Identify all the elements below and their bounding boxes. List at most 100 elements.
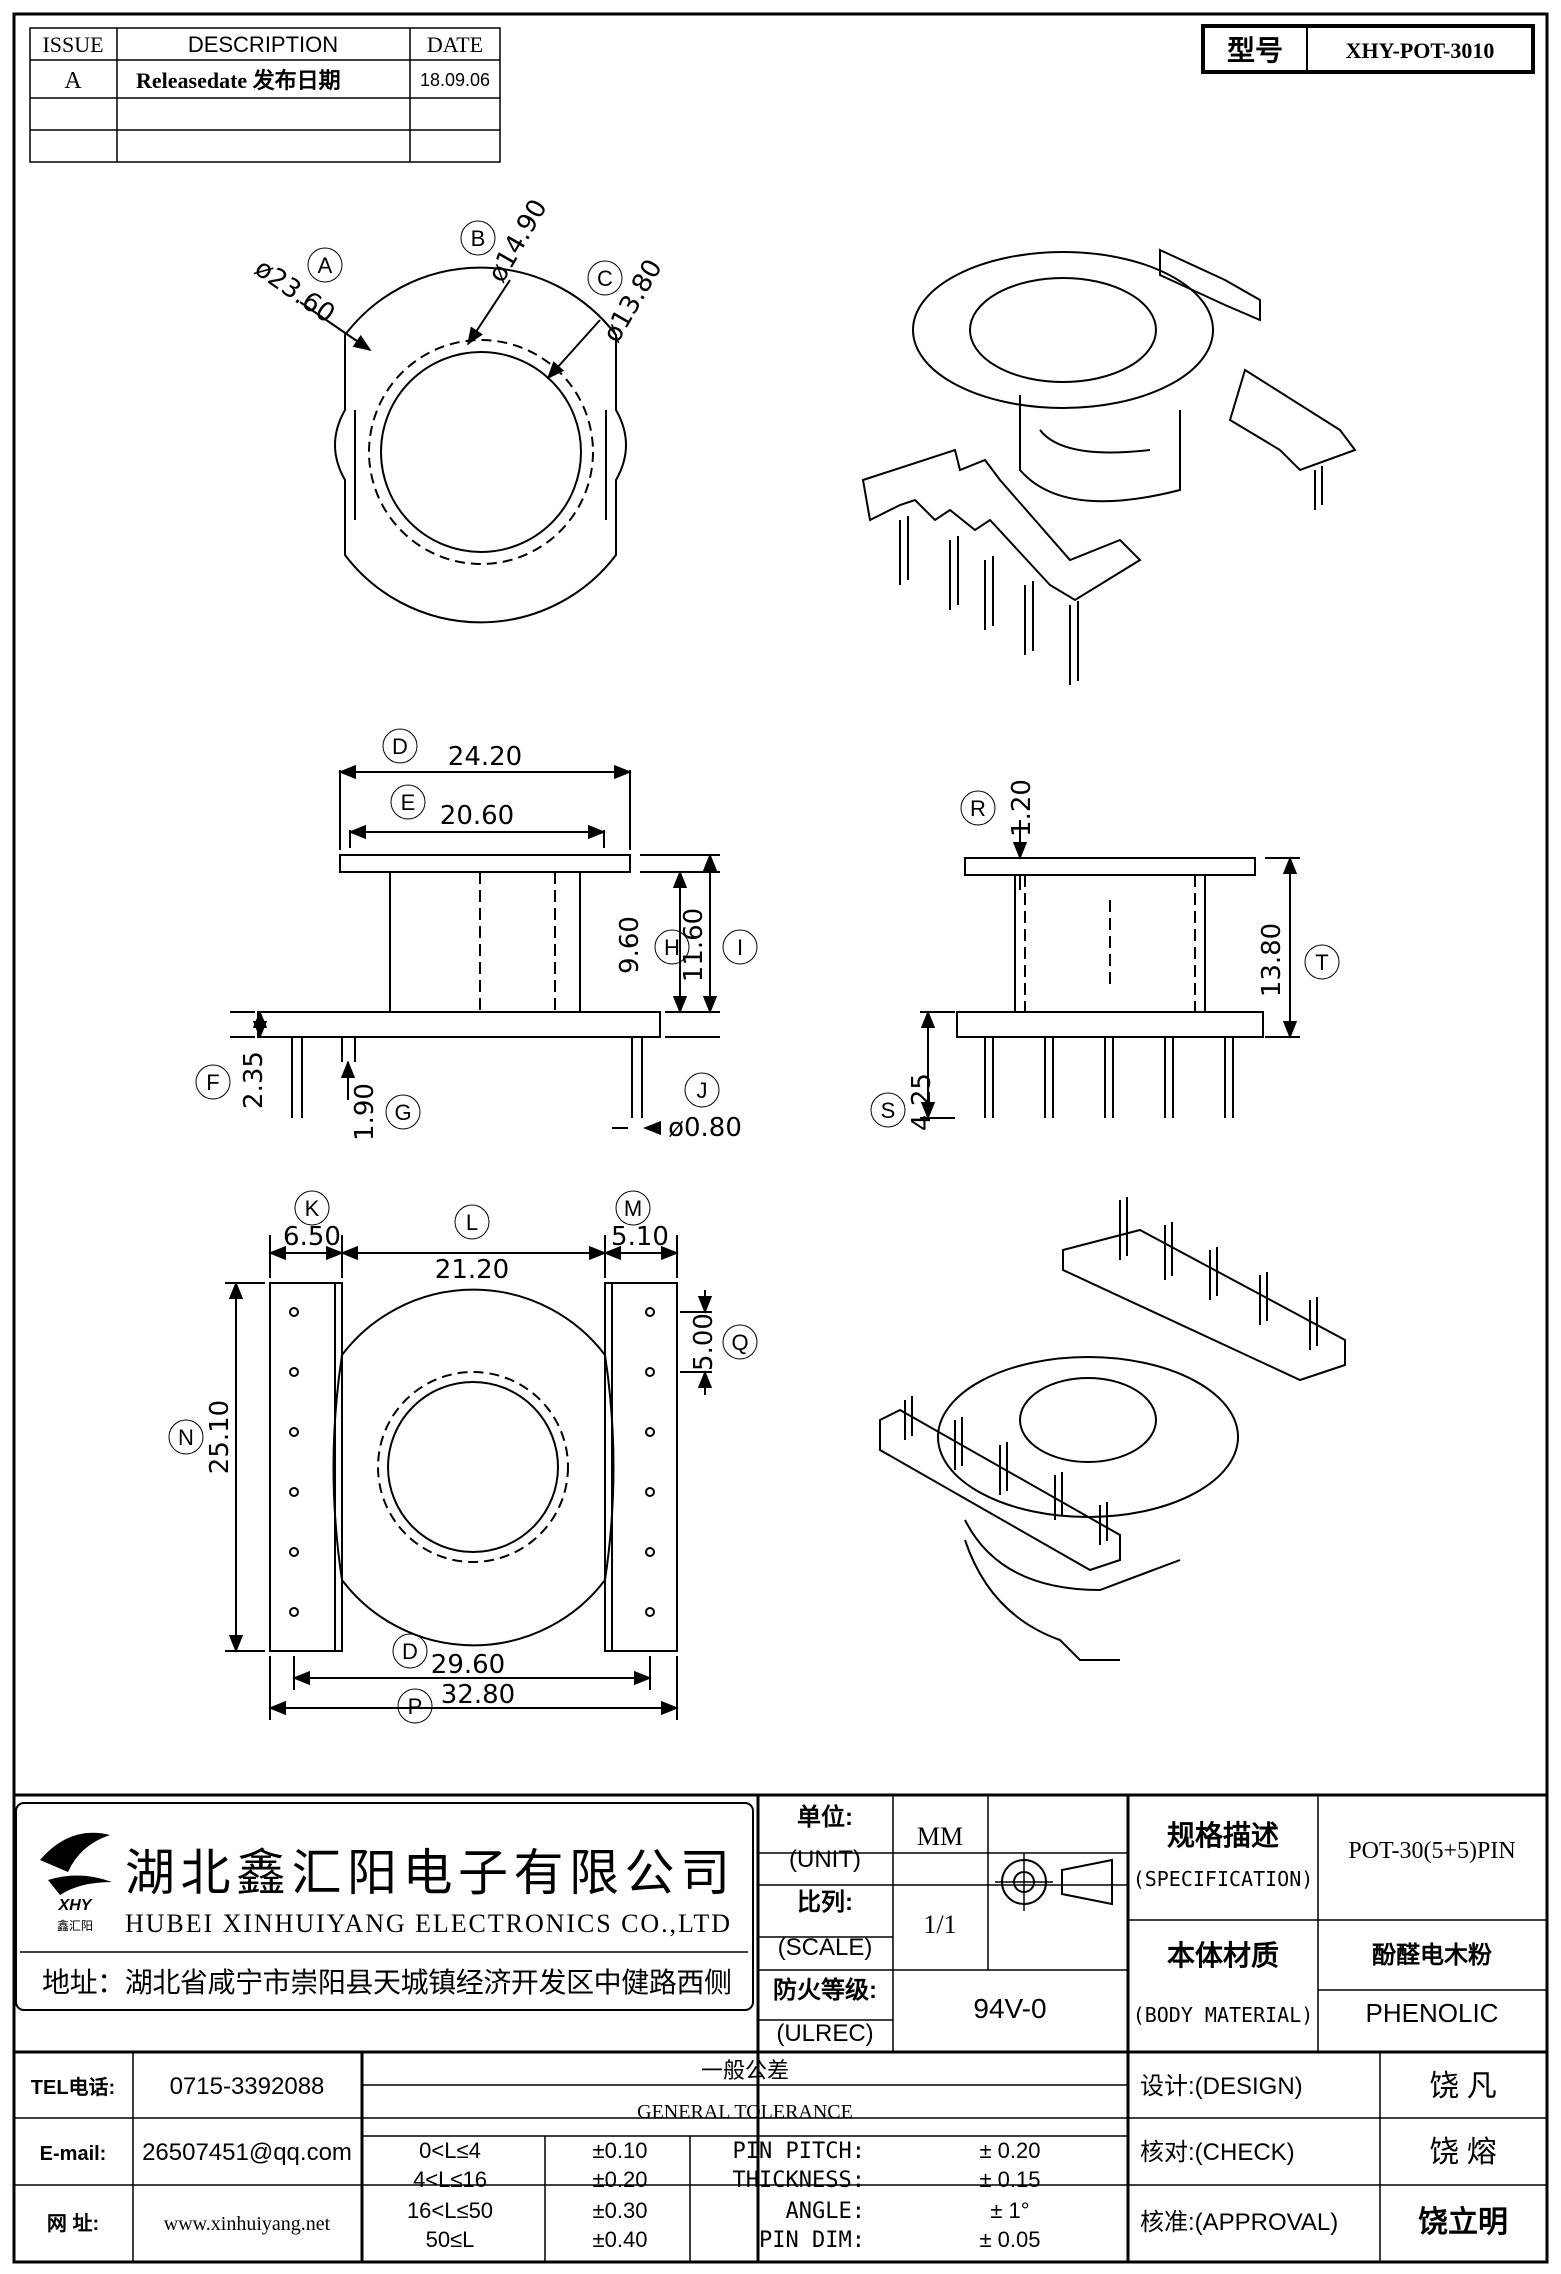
dim-k-value: 6.50 [283, 1222, 341, 1252]
dim-a-letter: A [318, 253, 333, 278]
tol-item-3: PIN DIM: [759, 2228, 865, 2253]
tolerance-title-en: GENERAL TOLERANCE [637, 2101, 853, 2123]
company-name-cn: 湖北鑫汇阳电子有限公司 [125, 1845, 730, 1901]
approval-name: 饶立明 [1418, 2205, 1508, 2239]
dim-h-value: 9.60 [615, 916, 645, 974]
company-name-en: HUBEI XINHUIYANG ELECTRONICS CO.,LTD [125, 1909, 730, 1938]
logo-text: XHY [58, 1897, 93, 1914]
dim-t-letter: T [1315, 950, 1328, 975]
dim-d: D 24.20 [382, 728, 522, 772]
scale-label-en: (SCALE) [778, 1934, 873, 1961]
sheet-border [12, 12, 1549, 2264]
ul-label-cn: 防火等级: [773, 1976, 877, 2004]
title-block [14, 1793, 1547, 2262]
email-label: E-mail: [40, 2143, 107, 2165]
isometric-view-top [861, 248, 1357, 685]
unit-label-en: (UNIT) [789, 1846, 861, 1873]
dim-n: N 25.10 [168, 1400, 235, 1474]
logo-sub: 鑫汇阳 [57, 1918, 93, 1933]
design-label: 设计:(DESIGN) [1140, 2073, 1303, 2100]
side-view [920, 820, 1300, 1120]
dim-s-letter: S [881, 1098, 896, 1123]
tol-range-3: 50≤L [426, 2227, 475, 2252]
spec-label-cn: 规格描述 [1167, 1820, 1279, 1851]
check-label: 核对:(CHECK) [1140, 2139, 1295, 2166]
company-logo: XHY 鑫汇阳 [40, 1832, 112, 1933]
dim-s: S 4.25 [870, 1073, 937, 1131]
dim-g-value: 1.90 [350, 1083, 380, 1141]
tol-value-0: ±0.10 [593, 2138, 648, 2163]
dim-l: L 21.20 [435, 1204, 509, 1285]
dim-d-value: 24.20 [448, 742, 522, 772]
dim-m-letter: M [624, 1196, 642, 1221]
dim-q-letter: Q [731, 1330, 748, 1355]
dim-r: R 1.20 [960, 779, 1037, 837]
dim-k-letter: K [305, 1196, 320, 1221]
dim-n-letter: N [178, 1425, 194, 1450]
design-name: 饶 凡 [1429, 2070, 1497, 2103]
dim-q: Q 5.00 [689, 1313, 758, 1371]
dim-f-letter: F [206, 1070, 219, 1095]
dim-i-value: 11.60 [679, 908, 709, 982]
material-label-cn: 本体材质 [1167, 1940, 1279, 1971]
dim-b-value: ø14.90 [482, 194, 553, 287]
material-label-en: (BODY MATERIAL) [1133, 2003, 1314, 2027]
tol-item-value-2: ± 1° [990, 2198, 1029, 2223]
tel-value: 0715-3392088 [170, 2073, 325, 2100]
dim-g-letter: G [394, 1100, 411, 1125]
spec-label-en: (SPECIFICATION) [1133, 1867, 1314, 1891]
dim-d2: D 29.60 [392, 1633, 505, 1680]
email-value: 26507451@qq.com [142, 2139, 352, 2166]
dim-i: I 11.60 [679, 908, 758, 982]
tol-item-value-3: ± 0.05 [979, 2227, 1040, 2252]
front-view [230, 764, 720, 1136]
model-label: 型号 [1227, 35, 1283, 66]
ul-value: 94V-0 [973, 1993, 1046, 2024]
dim-q-value: 5.00 [689, 1313, 719, 1371]
model-box [1201, 24, 1535, 74]
model-value: XHY-POT-3010 [1346, 38, 1495, 63]
rev-row-issue: A [64, 68, 82, 94]
dim-r-letter: R [970, 796, 986, 821]
rev-row-description: Releasedate 发布日期 [136, 68, 341, 93]
dim-j-value: ø0.80 [668, 1113, 742, 1143]
rev-header-date: DATE [427, 32, 483, 57]
dim-m: M 5.10 [611, 1190, 669, 1252]
rev-row-date: 18.09.06 [420, 70, 490, 90]
dim-c-letter: C [597, 266, 613, 291]
isometric-view-bottom [879, 1197, 1346, 1661]
dim-h: H 9.60 [615, 916, 690, 974]
material-value-cn: 酚醛电木粉 [1372, 1942, 1492, 1969]
tol-value-2: ±0.30 [593, 2198, 648, 2223]
web-value: www.xinhuiyang.net [164, 2213, 331, 2235]
dim-e-value: 20.60 [440, 801, 514, 831]
tol-item-2: ANGLE: [786, 2199, 865, 2224]
dim-p: P 32.80 [397, 1680, 515, 1724]
dim-h-letter: H [664, 935, 680, 960]
dim-b: B ø14.90 [460, 194, 554, 288]
tel-label: TEL电话: [31, 2076, 115, 2099]
unit-label-cn: 单位: [797, 1803, 853, 1831]
web-label: 网 址: [47, 2212, 99, 2235]
tol-range-2: 16<L≤50 [407, 2198, 493, 2223]
rev-header-issue: ISSUE [42, 32, 103, 57]
dim-j: J ø0.80 [668, 1072, 742, 1143]
dim-c: C ø13.80 [587, 254, 669, 348]
dim-n-value: 25.10 [205, 1400, 235, 1474]
tol-item-0: PIN PITCH: [733, 2139, 865, 2164]
dim-e-letter: E [401, 790, 416, 815]
dim-l-letter: L [466, 1210, 478, 1235]
tolerance-title-cn: 一般公差 [701, 2058, 789, 2083]
tol-range-1: 4<L≤16 [413, 2167, 487, 2192]
dim-f: F 2.35 [195, 1051, 269, 1109]
dim-k: K 6.50 [283, 1190, 341, 1252]
dim-a: A ø23.60 [249, 247, 343, 330]
rev-header-description: DESCRIPTION [188, 32, 338, 57]
dim-d-letter: D [392, 734, 408, 759]
ul-label-en: (ULREC) [776, 2020, 873, 2047]
tol-item-value-0: ± 0.20 [979, 2138, 1040, 2163]
scale-label-cn: 比列: [797, 1889, 853, 1916]
bottom-view [225, 1235, 713, 1720]
dim-t: T 13.80 [1257, 923, 1340, 997]
tol-range-0: 0<L≤4 [419, 2138, 481, 2163]
